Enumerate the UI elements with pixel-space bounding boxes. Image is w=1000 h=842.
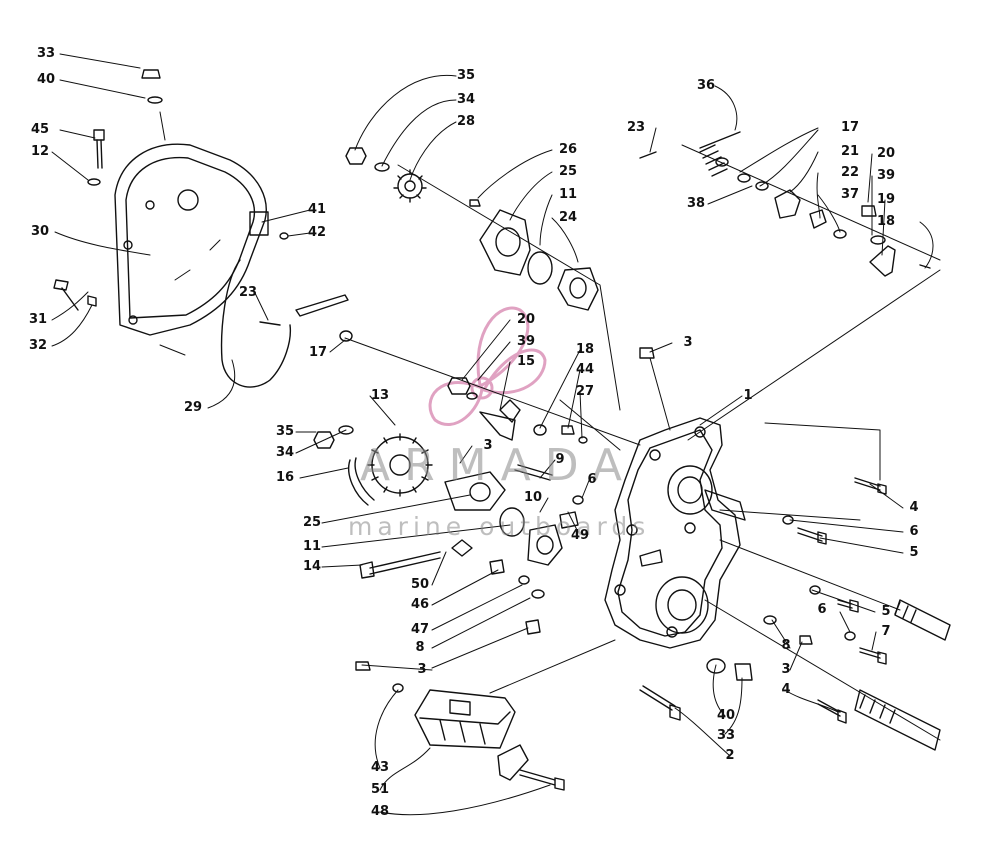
mid-parts bbox=[339, 330, 655, 444]
right-hardware bbox=[639, 477, 951, 751]
callout-12: 12 bbox=[30, 144, 50, 159]
callout-37: 37 bbox=[840, 187, 860, 202]
callout-32: 32 bbox=[28, 338, 48, 353]
upper-sprocket-parts bbox=[345, 147, 599, 311]
callout-36: 36 bbox=[696, 78, 716, 93]
callout-47: 47 bbox=[410, 622, 430, 637]
callout-29: 29 bbox=[183, 400, 203, 415]
callout-40-bottom: 40 bbox=[716, 708, 736, 723]
cable-assembly bbox=[220, 259, 349, 388]
callout-10: 10 bbox=[523, 490, 543, 505]
callout-41: 41 bbox=[307, 202, 327, 217]
upper-sprocket-28 bbox=[393, 169, 427, 203]
callout-25-mid: 25 bbox=[302, 515, 322, 530]
callout-23-left: 23 bbox=[238, 285, 258, 300]
callout-8-b: 8 bbox=[781, 638, 791, 653]
callout-5-b: 5 bbox=[881, 604, 891, 619]
callout-7: 7 bbox=[881, 624, 891, 639]
callout-19: 19 bbox=[876, 192, 896, 207]
callout-2: 2 bbox=[725, 748, 735, 763]
callout-18-right: 18 bbox=[876, 214, 896, 229]
watermark-subtitle: marine outboards bbox=[348, 512, 651, 541]
callout-45: 45 bbox=[30, 122, 50, 137]
callout-22: 22 bbox=[840, 165, 860, 180]
lower-sprocket-13 bbox=[313, 425, 433, 506]
callout-34-mid: 34 bbox=[275, 445, 295, 460]
callout-16: 16 bbox=[275, 470, 295, 485]
watermark-logo bbox=[428, 306, 547, 427]
callout-51: 51 bbox=[370, 782, 390, 797]
callout-28: 28 bbox=[456, 114, 476, 129]
callout-35-top: 35 bbox=[456, 68, 476, 83]
callout-27: 27 bbox=[575, 384, 595, 399]
callout-50: 50 bbox=[410, 577, 430, 592]
watermark-title: ARMADA bbox=[360, 440, 636, 491]
callout-3-d: 3 bbox=[781, 662, 791, 677]
callout-18-mid: 18 bbox=[575, 342, 595, 357]
callout-23-right: 23 bbox=[626, 120, 646, 135]
callout-43: 43 bbox=[370, 760, 390, 775]
callout-30: 30 bbox=[30, 224, 50, 239]
callout-39-mid: 39 bbox=[516, 334, 536, 349]
callout-3-c: 3 bbox=[417, 662, 427, 677]
callout-17-left: 17 bbox=[308, 345, 328, 360]
callout-24: 24 bbox=[558, 210, 578, 225]
callout-42: 42 bbox=[307, 225, 327, 240]
callout-20-right: 20 bbox=[876, 146, 896, 161]
callout-39-right: 39 bbox=[876, 168, 896, 183]
callout-11-mid: 11 bbox=[302, 539, 322, 554]
callout-31: 31 bbox=[28, 312, 48, 327]
chaincase-housing bbox=[604, 417, 746, 649]
callout-46: 46 bbox=[410, 597, 430, 612]
callout-44: 44 bbox=[575, 362, 595, 377]
callout-4-b: 4 bbox=[781, 682, 791, 697]
callout-4-a: 4 bbox=[909, 500, 919, 515]
callout-6-b: 6 bbox=[909, 524, 919, 539]
callout-6-c: 6 bbox=[817, 602, 827, 617]
callout-26: 26 bbox=[558, 142, 578, 157]
callout-6-a: 6 bbox=[587, 472, 597, 487]
callout-38: 38 bbox=[686, 196, 706, 211]
callout-20-mid: 20 bbox=[516, 312, 536, 327]
lower-bracket bbox=[355, 661, 565, 791]
cover-hardware bbox=[53, 69, 289, 311]
callout-40-top: 40 bbox=[36, 72, 56, 87]
callout-8-a: 8 bbox=[415, 640, 425, 655]
callout-33-bottom: 33 bbox=[716, 728, 736, 743]
callout-25-top: 25 bbox=[558, 164, 578, 179]
callout-13: 13 bbox=[370, 388, 390, 403]
callout-35-mid: 35 bbox=[275, 424, 295, 439]
callout-17-right: 17 bbox=[840, 120, 860, 135]
linkage-parts bbox=[639, 131, 931, 277]
callout-11-top: 11 bbox=[558, 187, 578, 202]
callout-33-top: 33 bbox=[36, 46, 56, 61]
callout-3-a: 3 bbox=[683, 335, 693, 350]
callout-49: 49 bbox=[570, 528, 590, 543]
callout-21: 21 bbox=[840, 144, 860, 159]
leader-lines bbox=[51, 53, 934, 816]
callout-1: 1 bbox=[743, 388, 753, 403]
callout-14: 14 bbox=[302, 559, 322, 574]
lower-shaft-parts bbox=[359, 464, 584, 635]
callout-3-b: 3 bbox=[483, 438, 493, 453]
chaincase-cover bbox=[114, 143, 267, 336]
callout-9: 9 bbox=[555, 452, 565, 467]
callout-5-a: 5 bbox=[909, 545, 919, 560]
callout-48: 48 bbox=[370, 804, 390, 819]
callout-34-top: 34 bbox=[456, 92, 476, 107]
callout-15: 15 bbox=[516, 354, 536, 369]
